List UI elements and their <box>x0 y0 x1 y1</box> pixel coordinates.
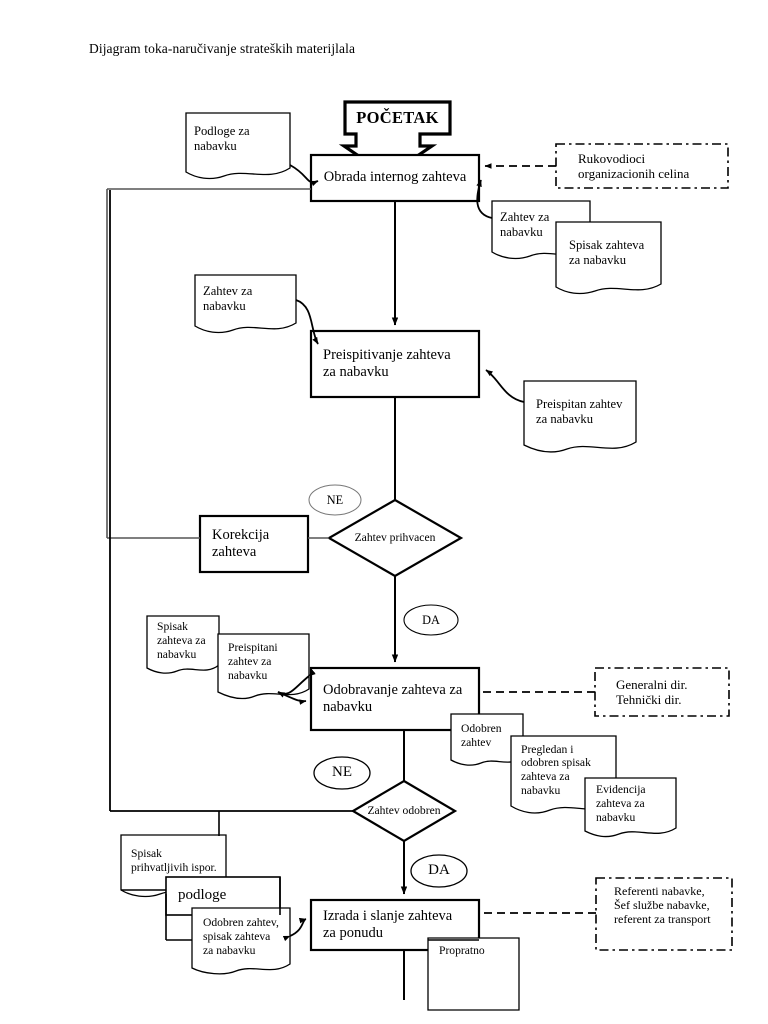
decision-no-label-2: NE <box>332 764 352 781</box>
process-label-izrada: Izrada i slanje zahteva za ponudu <box>323 907 453 941</box>
document-evidencija-zahteva <box>584 777 677 838</box>
document-spisak-zahteva-2 <box>146 615 220 674</box>
document-label-zahtev-za-nabavku-2: Zahtev za nabavku <box>203 284 253 313</box>
document-spisak-zahteva-1 <box>555 221 662 295</box>
document-label-pregledan-odobren-spisak: Pregledan i odobren spisak zahteva za na… <box>521 742 591 797</box>
document-label-spisak-zahteva-1: Spisak zahteva za nabavku <box>569 238 645 267</box>
yes-ellipse-2 <box>410 854 468 888</box>
decision-label-prihvacen: Zahtev prihvacen <box>354 530 436 544</box>
role-box-rukovodioci <box>555 143 729 189</box>
connector-preispitivanje-to-doc-preispitan <box>485 369 525 403</box>
document-label-podloge-za-nabavku: Podloge za nabavku <box>194 124 250 153</box>
document-label-zahtev-za-nabavku-1: Zahtev za nabavku <box>500 210 550 239</box>
decision-no-label-1: NE <box>326 492 344 507</box>
decision-label-odobren: Zahtev odobren <box>367 803 441 817</box>
role-label-referenti: Referenti nabavke, Šef službe nabavke, r… <box>614 884 711 927</box>
process-label-preispitivanje: Preispitivanje zahteva za nabavku <box>323 346 451 380</box>
process-box-korekcija <box>198 514 310 574</box>
document-label-propratno: Propratno <box>439 944 485 957</box>
document-label-podloge: podloge <box>178 887 227 904</box>
connector-doc-podloge-to-obrada <box>289 164 319 187</box>
process-label-korekcija: Korekcija zahteva <box>212 526 270 560</box>
document-label-spisak-zahteva-2: Spisak zahteva za nabavku <box>157 620 206 661</box>
document-label-odobren-zahtev: Odobren zahtev <box>461 722 502 749</box>
terminator-label: POČETAK <box>356 108 439 128</box>
document-podloge-za-nabavku <box>185 112 291 180</box>
decision-yes-label-2: DA <box>428 862 450 879</box>
document-propratno <box>427 937 520 1011</box>
document-label-evidencija-zahteva: Evidencija zahteva za nabavku <box>596 783 646 824</box>
connector-docs-to-odobravanje-right <box>277 691 307 705</box>
decision-yes-label-1: DA <box>422 612 440 627</box>
document-label-spisak-prihvatljivih: Spisak prihvatljivih ispor. <box>131 847 217 874</box>
yes-ellipse-1 <box>403 604 459 636</box>
process-label-obrada: Obrada internog zahteva <box>323 169 467 186</box>
connector-obrada-to-doc-zahtev <box>476 179 493 219</box>
document-label-preispitan-zahtev: Preispitan zahtev za nabavku <box>536 397 623 426</box>
document-preispitan-zahtev <box>523 380 637 453</box>
process-label-odobravanje: Odobravanje zahteva za nabavku <box>323 681 463 715</box>
document-label-preispitani-zahtev: Preispitani zahtev za nabavku <box>228 641 278 682</box>
page-title: Dijagram toka-naručivanje strateških mat… <box>89 41 356 56</box>
no-ellipse-1 <box>308 484 362 516</box>
no-ellipse-2 <box>313 756 371 790</box>
process-box-obrada <box>309 153 481 203</box>
connector-doc-zahtev-to-preispitivanje <box>295 299 319 345</box>
document-zahtev-za-nabavku-2 <box>194 274 297 334</box>
connector-doc-to-izrada <box>282 917 307 942</box>
role-box-referenti <box>595 877 733 951</box>
document-odobren-zahtev-spisak <box>191 907 291 975</box>
role-label-rukovodioci: Rukovodioci organizacionih celina <box>578 150 690 181</box>
role-label-direktori: Generalni dir. Tehnički dir. <box>616 676 688 707</box>
document-label-odobren-zahtev-spisak: Odobren zahtev, spisak zahteva za nabavk… <box>203 916 279 957</box>
